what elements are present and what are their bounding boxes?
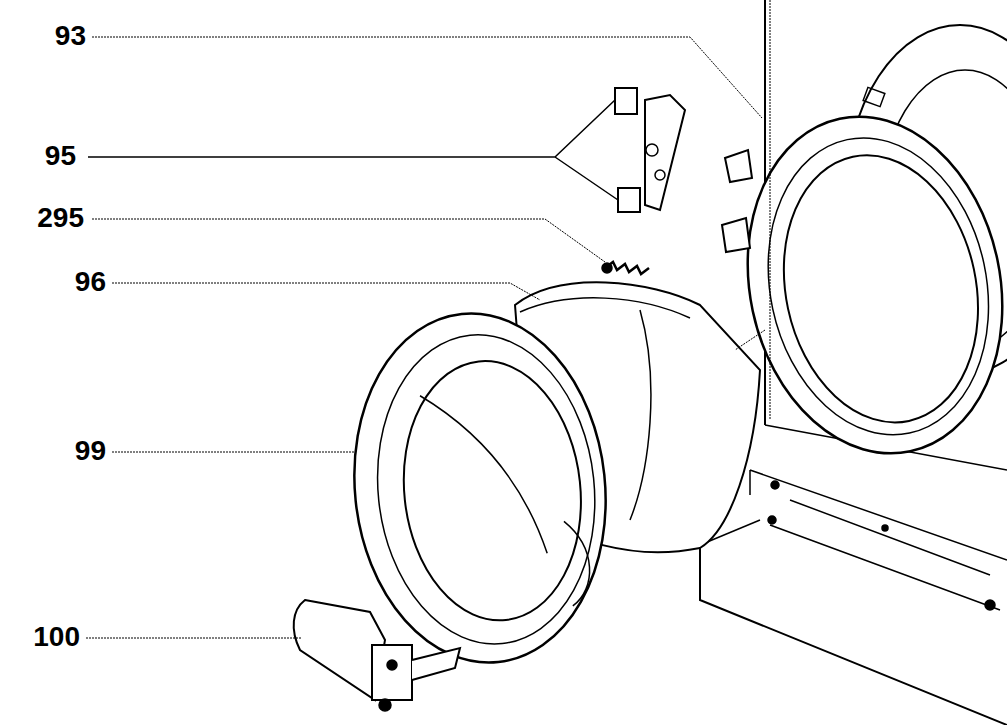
callout-number: 100: [31, 621, 82, 652]
callout-wrap: 100: [31, 623, 82, 651]
callout-wrap: 95: [43, 142, 78, 170]
callout-wrap: 295: [35, 204, 86, 232]
leader-lines: [86, 0, 770, 638]
callout-wrap: 93: [53, 22, 88, 50]
callout-wrap: 99: [73, 437, 108, 465]
callout-number: 96: [73, 266, 108, 297]
callout-number: 99: [73, 435, 108, 466]
callout-wrap: 96: [73, 268, 108, 296]
callout-number: 295: [35, 202, 86, 233]
callout-number: 95: [43, 140, 78, 171]
callout-number: 93: [53, 20, 88, 51]
